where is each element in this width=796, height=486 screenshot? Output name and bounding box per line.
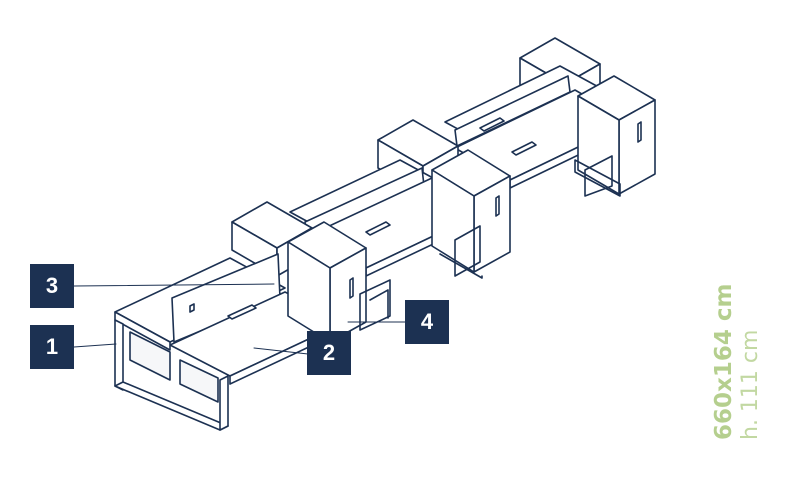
- callout-3: 3: [30, 264, 74, 308]
- callout-4: 4: [405, 300, 449, 344]
- leader-line-1: [73, 343, 117, 348]
- leader-line-3: [73, 283, 275, 287]
- dimensions-label: 660x164 cm h. 111 cm: [711, 283, 763, 440]
- desk-module-3: [444, 37, 656, 197]
- leader-line-2: [253, 347, 309, 355]
- callout-2: 2: [307, 331, 351, 375]
- callout-leaders: [73, 283, 407, 355]
- dimension-height: h. 111 cm: [738, 329, 763, 440]
- dimension-size: 660x164 cm: [711, 283, 737, 440]
- callout-1: 1: [30, 325, 74, 369]
